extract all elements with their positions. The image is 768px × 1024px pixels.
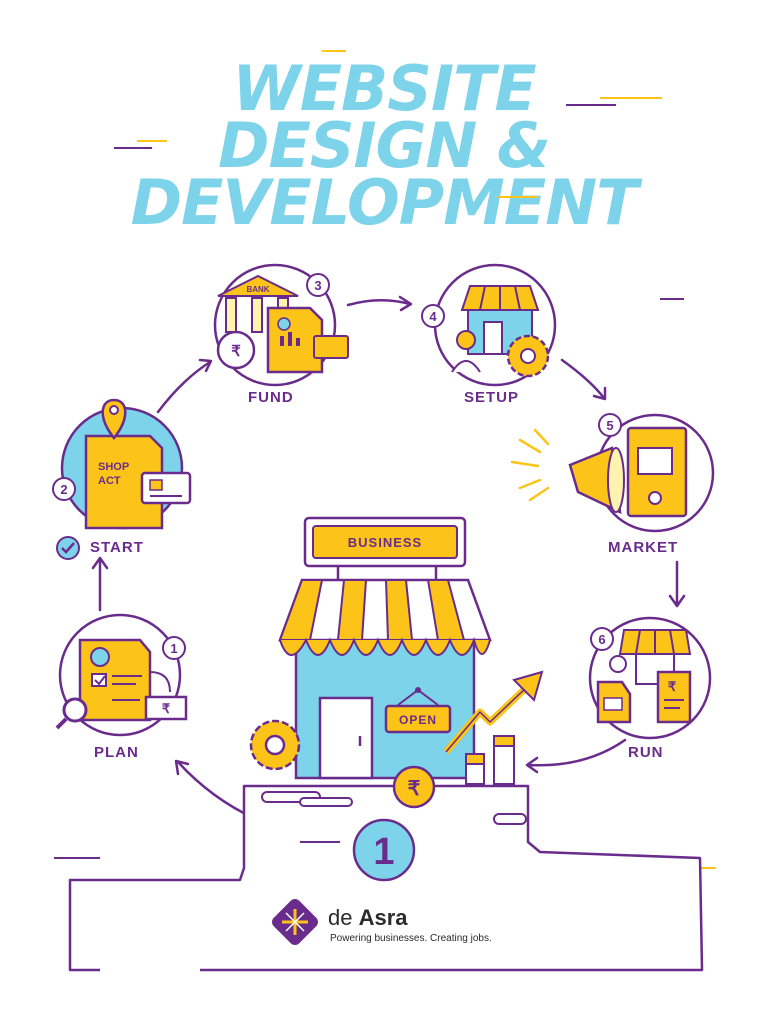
step-fund-number: 3 bbox=[314, 278, 321, 293]
step-plan-icon: ₹ 1 bbox=[55, 613, 188, 737]
arrow-run-to-shop bbox=[525, 738, 627, 774]
deco-dash bbox=[566, 104, 616, 106]
step-label-start: START bbox=[90, 539, 144, 556]
step-setup-number: 4 bbox=[429, 309, 437, 324]
title-line-2: DESIGN & bbox=[218, 109, 551, 182]
logo-name: de Asra bbox=[328, 905, 408, 931]
step-label-fund: FUND bbox=[248, 389, 294, 406]
growth-arrow-icon bbox=[443, 670, 544, 755]
rupee-symbol: ₹ bbox=[408, 778, 421, 800]
podium-number: 1 bbox=[373, 831, 394, 873]
step-run-number: 6 bbox=[598, 632, 605, 647]
step-label-market: MARKET bbox=[608, 539, 679, 556]
step-market-icon: 5 bbox=[510, 413, 715, 533]
deco-dash bbox=[600, 97, 662, 99]
logo-name-de: de bbox=[328, 905, 353, 930]
title-line-3: DEVELOPMENT bbox=[130, 166, 639, 239]
step-label-run: RUN bbox=[628, 744, 664, 761]
arrow-market-to-run bbox=[668, 560, 686, 608]
deco-dash bbox=[498, 196, 538, 198]
arrow-fund-to-setup bbox=[346, 295, 413, 312]
deco-dash bbox=[137, 140, 167, 142]
step-setup-icon: 4 bbox=[421, 263, 557, 387]
step-market-number: 5 bbox=[606, 418, 613, 433]
bank-text: BANK bbox=[246, 285, 269, 294]
logo-tagline: Powering businesses. Creating jobs. bbox=[330, 933, 492, 944]
deco-dash bbox=[322, 50, 346, 52]
open-sign-text: OPEN bbox=[399, 713, 437, 727]
shop-act-text-line2: ACT bbox=[98, 475, 121, 487]
title-line-1: WEBSITE bbox=[232, 52, 536, 125]
step-label-setup: SETUP bbox=[464, 389, 520, 406]
check-icon bbox=[56, 536, 80, 560]
arrow-start-to-fund bbox=[156, 358, 213, 414]
rupee-coin-icon: ₹ bbox=[392, 765, 436, 809]
step-run-icon: ₹ 6 bbox=[588, 616, 712, 740]
business-sign-text: BUSINESS bbox=[348, 535, 422, 550]
gear-icon bbox=[249, 719, 301, 771]
podium-number-badge: 1 bbox=[352, 818, 416, 882]
svg-text:₹: ₹ bbox=[668, 679, 677, 694]
deasra-logo-icon bbox=[272, 899, 318, 945]
arrow-plan-to-start bbox=[91, 556, 109, 612]
deco-dash bbox=[54, 857, 100, 859]
svg-text:₹: ₹ bbox=[231, 343, 241, 360]
deco-dash bbox=[114, 147, 152, 149]
deco-dash bbox=[660, 298, 684, 300]
logo-name-asra: Asra bbox=[358, 905, 408, 930]
step-plan-number: 1 bbox=[170, 641, 177, 656]
step-fund-icon: BANK ₹ 3 bbox=[213, 263, 349, 387]
step-start-icon: SHOP ACT 2 bbox=[52, 398, 192, 530]
arrow-setup-to-market bbox=[560, 358, 607, 401]
svg-text:₹: ₹ bbox=[162, 701, 171, 716]
storefront-icon: BUSINESS OPEN bbox=[278, 516, 492, 780]
step-label-plan: PLAN bbox=[94, 744, 139, 761]
shop-act-text-line1: SHOP bbox=[98, 461, 129, 473]
step-start-number: 2 bbox=[60, 482, 67, 497]
